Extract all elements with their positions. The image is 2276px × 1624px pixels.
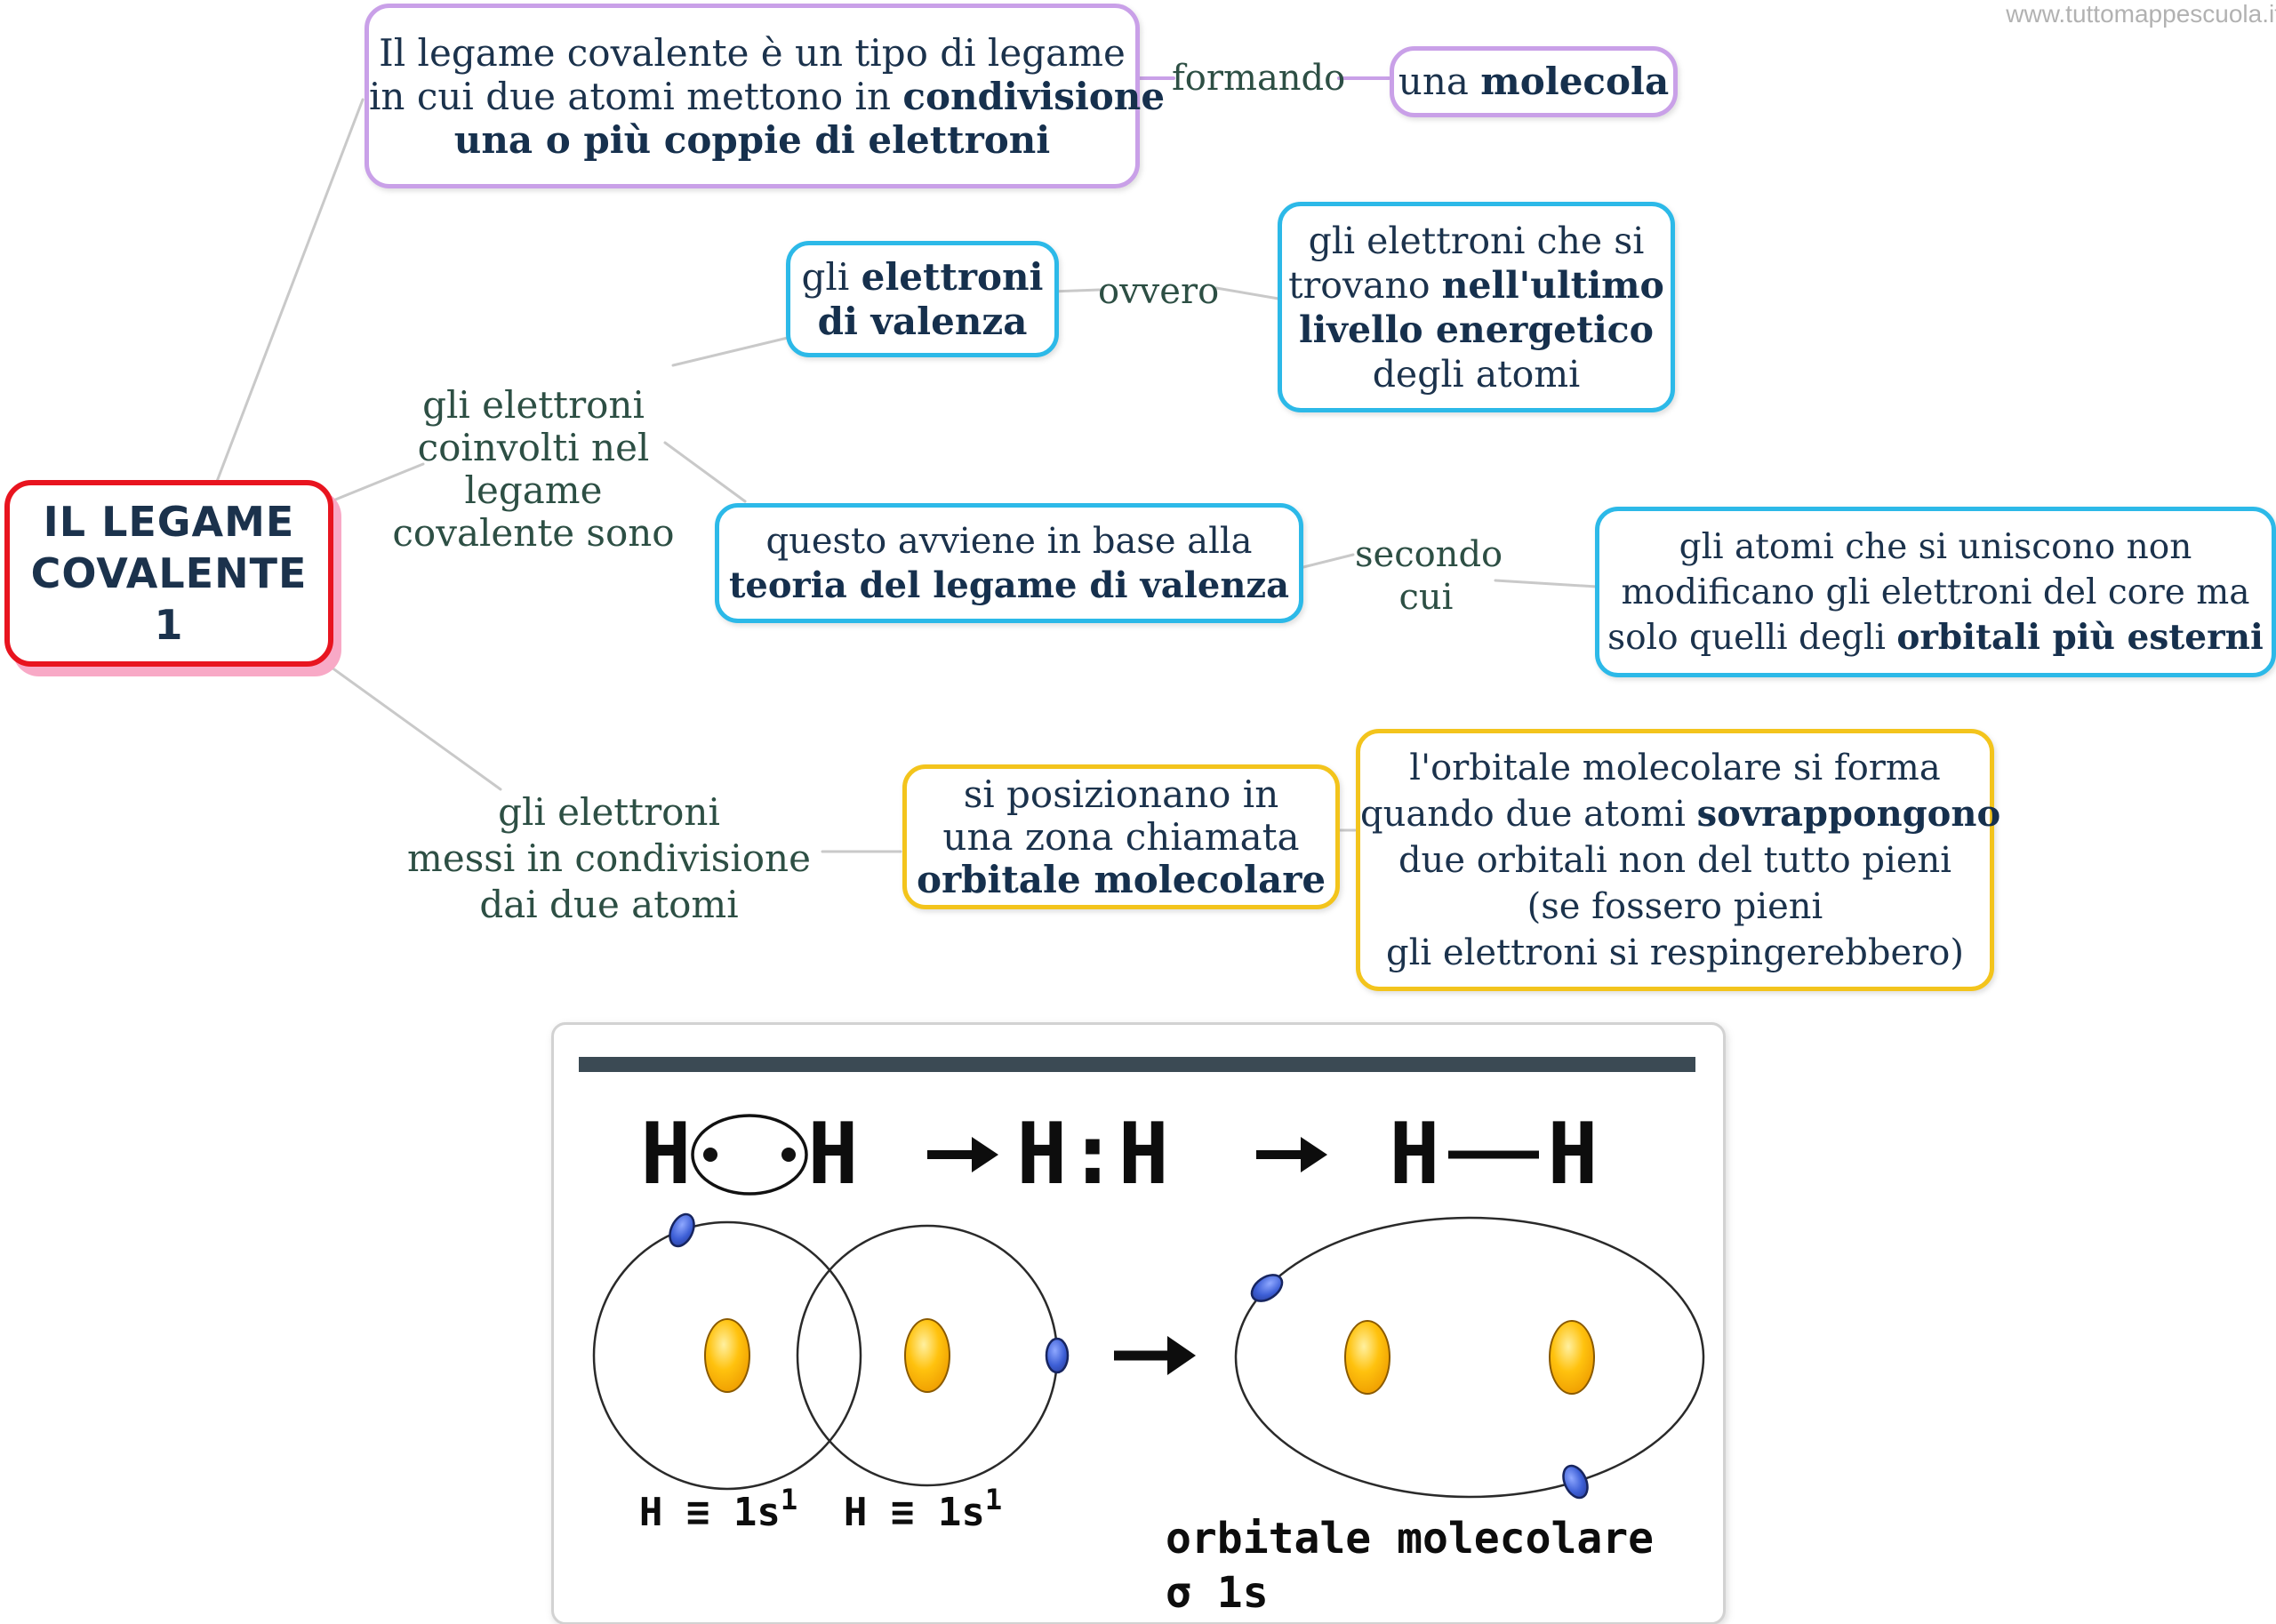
nucleus	[1344, 1320, 1390, 1395]
node-sovrappongono-line: gli elettroni si respingerebbero)	[1386, 932, 1964, 973]
node-valenza-line: di valenza	[817, 299, 1028, 343]
bond-diagram-panel: H H H:H H H	[551, 1022, 1726, 1624]
connector-secondo-core	[1494, 579, 1599, 588]
electron-dot	[781, 1148, 796, 1162]
node-sovrappongono: l'orbitale molecolare si forma quando du…	[1356, 729, 2001, 991]
bond-h-right: H	[1547, 1106, 1598, 1204]
atomic-orbitals	[592, 1212, 1070, 1491]
node-posizionano-line: una zona chiamata	[942, 814, 1300, 859]
text-condivisi: gli elettroni messi in condivisione dai …	[407, 790, 811, 926]
connector-valenza-ovvero	[1050, 288, 1102, 293]
panel-top-bar	[579, 1057, 1695, 1072]
node-sovrappongono-line: due orbitali non del tutto pieni	[1398, 839, 1952, 881]
node-ultimo-line: gli elettroni che si	[1308, 219, 1645, 262]
node-sovrappongono-line: (se fossero pieni	[1527, 885, 1823, 927]
molecular-orbital	[1234, 1216, 1705, 1500]
node-posizionano-line: si posizionano in	[963, 772, 1279, 816]
electron-dot	[703, 1148, 717, 1162]
config-label-left: H ≡ 1s1	[639, 1483, 797, 1535]
electron	[1045, 1337, 1070, 1374]
connector-coinvolti-valenza	[671, 336, 789, 367]
connector-root-definition	[204, 98, 365, 511]
lewis-h-left: H	[640, 1106, 691, 1204]
node-core-line: modificano gli elettroni del core ma	[1621, 572, 2250, 612]
connector-teoria-secondo	[1294, 553, 1355, 571]
node-root-title: IL LEGAME COVALENTE 1	[4, 480, 333, 667]
electron	[669, 1212, 695, 1248]
node-posizionano-line: orbitale molecolare	[916, 857, 1326, 901]
node-definition-line: in cui due atomi mettono in condivisione	[369, 74, 1166, 118]
node-teoria-line: teoria del legame di valenza	[728, 564, 1290, 606]
connector-coinvolti-teoria	[663, 441, 747, 503]
node-sovrappongono-line: l'orbitale molecolare si forma	[1409, 747, 1941, 788]
lewis-hh: H:H	[1016, 1106, 1169, 1204]
link-label-secondo-cui: secondo cui	[1355, 534, 1503, 618]
connector-root-condivisi	[298, 643, 502, 791]
node-molecola-line: una molecola	[1398, 60, 1670, 103]
node-core: gli atomi che si uniscono non modificano…	[1595, 507, 2276, 677]
node-ultimo-line: degli atomi	[1372, 352, 1581, 396]
node-sovrappongono-line: quando due atomi sovrappongono	[1360, 792, 2001, 835]
node-definition: Il legame covalente è un tipo di legame …	[365, 4, 1166, 188]
node-definition-line: una o più coppie di elettroni	[453, 117, 1051, 162]
bond-diagram: H H H:H H H	[579, 1057, 1705, 1617]
nucleus	[904, 1318, 950, 1393]
node-ultimo-livello: gli elettroni che si trovano nell'ultimo…	[1278, 202, 1675, 412]
node-teoria: questo avviene in base alla teoria del l…	[715, 503, 1303, 623]
connector-ovvero-ultimo	[1214, 286, 1280, 300]
orbital-circle-left	[592, 1220, 862, 1491]
lewis-h-right: H	[807, 1106, 858, 1204]
orbital-ellipse	[1234, 1216, 1705, 1499]
link-label-ovvero: ovvero	[1098, 271, 1220, 312]
link-label-formando: formando	[1172, 58, 1346, 99]
node-posizionano: si posizionano in una zona chiamata orbi…	[902, 764, 1340, 909]
nucleus	[704, 1318, 750, 1393]
bond-h-left: H	[1389, 1106, 1439, 1204]
node-valenza-line: gli elettroni	[801, 254, 1044, 299]
electron	[1250, 1274, 1284, 1302]
node-core-line: gli atomi che si uniscono non	[1679, 526, 2192, 567]
node-ultimo-line: trovano nell'ultimo	[1288, 263, 1664, 307]
connector-root-coinvolti	[327, 462, 425, 504]
node-ultimo-line: livello energetico	[1299, 308, 1654, 351]
node-teoria-line: questo avviene in base alla	[765, 520, 1253, 562]
node-valenza: gli elettroni di valenza	[786, 241, 1059, 357]
node-molecola: una molecola	[1390, 46, 1678, 117]
nucleus	[1549, 1320, 1595, 1395]
arrow-icon	[1114, 1336, 1196, 1375]
arrow-icon	[927, 1137, 998, 1172]
lewis-scheme: H H H:H H H	[640, 1106, 1598, 1204]
node-definition-line: Il legame covalente è un tipo di legame	[379, 30, 1126, 75]
orbital-label-line2: σ 1s	[1166, 1568, 1269, 1617]
config-label-right: H ≡ 1s1	[844, 1483, 1002, 1535]
node-core-line: solo quelli degli orbitali più esterni	[1607, 616, 2264, 658]
orbital-label-line1: orbitale molecolare	[1166, 1514, 1654, 1564]
text-coinvolti: gli elettroni coinvolti nel legame coval…	[392, 383, 675, 555]
watermark: www.tuttomappescuola.it	[2006, 0, 2276, 28]
shared-pair-oval	[691, 1114, 808, 1196]
arrow-icon	[1256, 1137, 1327, 1172]
electron	[1562, 1464, 1589, 1500]
